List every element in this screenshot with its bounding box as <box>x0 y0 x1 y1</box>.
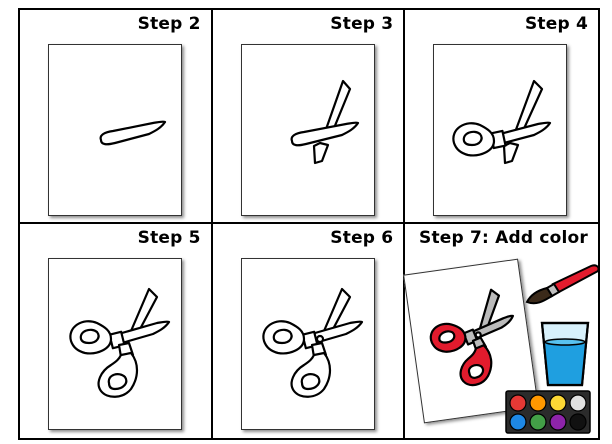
step-cell-3: Step 3 <box>213 10 406 224</box>
worksheet-grid: Step 2 Step 3 Step 4 <box>18 8 600 440</box>
step-label: Step 2 <box>138 14 201 34</box>
step-label: Step 6 <box>330 228 393 248</box>
step-cell-5: Step 5 <box>20 224 213 438</box>
step-label: Step 3 <box>330 14 393 34</box>
drawing-paper <box>241 258 375 430</box>
step-cell-6: Step 6 <box>213 224 406 438</box>
drawing-paper <box>48 44 182 216</box>
step-label: Step 4 <box>525 14 588 34</box>
scissors-drawing-icon <box>434 45 566 215</box>
step-cell-4: Step 4 <box>405 10 598 224</box>
scissors-drawing-icon <box>242 259 374 429</box>
paintbrush-icon <box>523 258 601 310</box>
water-glass-icon <box>539 320 591 388</box>
step-label: Step 5 <box>138 228 201 248</box>
step-cell-2: Step 2 <box>20 10 213 224</box>
drawing-paper <box>433 44 567 216</box>
drawing-paper <box>48 258 182 430</box>
scissors-drawing-icon <box>49 45 181 215</box>
paint-palette-icon <box>505 390 591 434</box>
drawing-paper <box>241 44 375 216</box>
scissors-drawing-icon <box>49 259 181 429</box>
step-cell-7: Step 7: Add color <box>405 224 598 438</box>
scissors-drawing-icon <box>242 45 374 215</box>
step-label: Step 7: Add color <box>419 228 588 248</box>
